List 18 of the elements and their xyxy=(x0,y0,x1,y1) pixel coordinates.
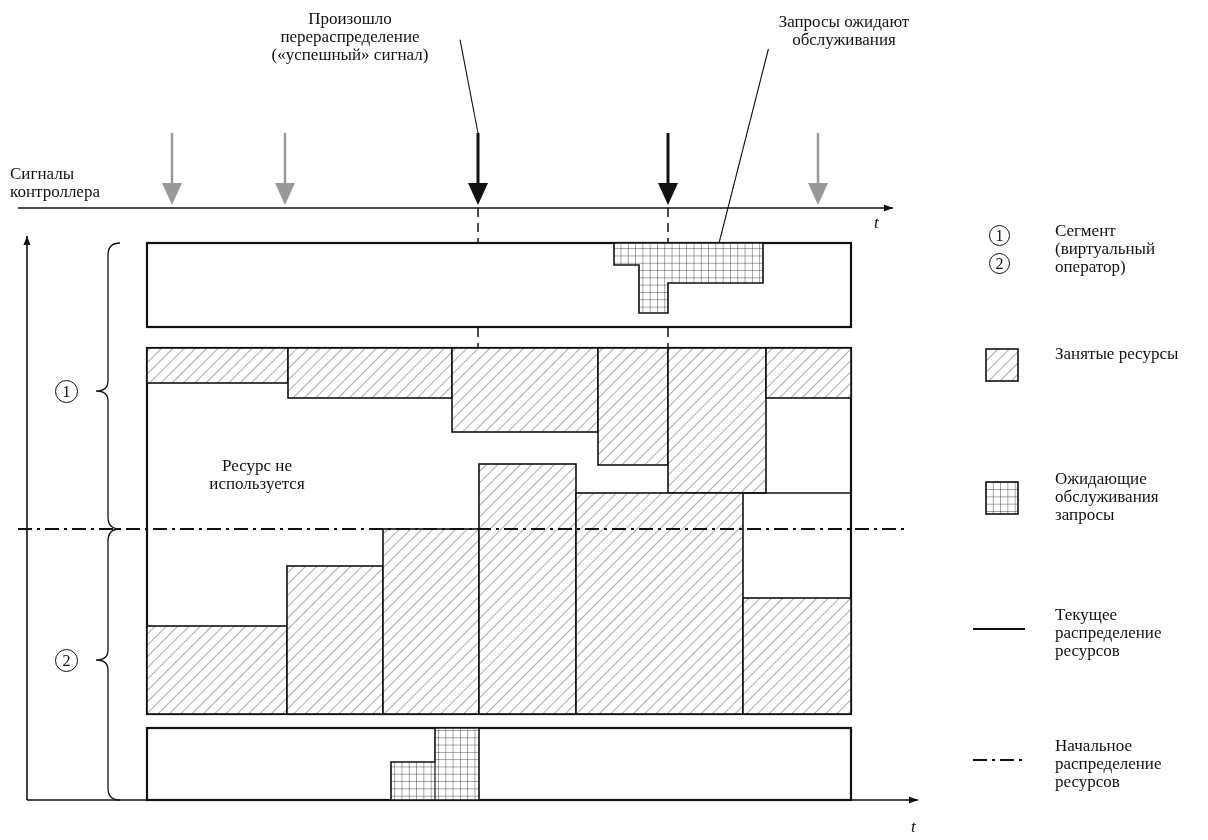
leader-line xyxy=(718,48,769,244)
axis-label: Сигналы контроллера xyxy=(10,165,101,201)
legend-text: Текущее распределение ресурсов xyxy=(1055,606,1163,660)
segment-number: 2 xyxy=(55,649,78,672)
annotation-text: Произошло перераспределение («успешный» сигнал) xyxy=(240,10,460,64)
axis-label: t xyxy=(874,214,880,232)
leader-line xyxy=(459,39,479,134)
annotation-text: Запросы ожидают обслуживания xyxy=(754,13,934,49)
legend-text: Начальное распределение ресурсов xyxy=(1055,737,1163,791)
segment-number: 1 xyxy=(55,380,78,403)
waiting-requests-area xyxy=(613,242,764,314)
axis-label: t xyxy=(911,818,917,836)
segment-number: 2 xyxy=(989,253,1010,274)
legend-text: Ожидающие обслуживания запросы xyxy=(1055,470,1160,524)
area-label: Ресурс не используется xyxy=(208,457,306,493)
legend-text: Занятые ресурсы xyxy=(1055,345,1180,363)
segment-number: 1 xyxy=(989,225,1010,246)
legend-text: Сегмент (виртуальный оператор) xyxy=(1055,222,1157,276)
